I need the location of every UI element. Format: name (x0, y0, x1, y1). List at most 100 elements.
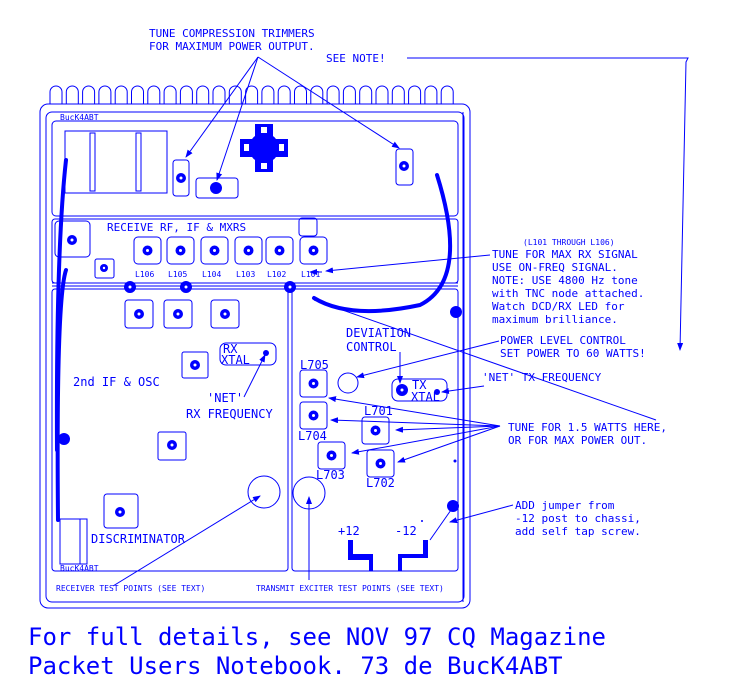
top-compartment (51, 120, 459, 217)
coax-cable-right (312, 173, 453, 314)
discriminator-label: DISCRIMINATOR (91, 532, 186, 546)
coil-label: L703 (316, 468, 345, 482)
heatsink-fin (49, 85, 63, 104)
heatsink-fin (391, 85, 405, 104)
heatsink-fin (163, 85, 177, 104)
relay-slot (135, 132, 142, 192)
deviation-label-2: CONTROL (346, 340, 397, 354)
heatsink-fin (212, 85, 226, 104)
second-if-compartment (51, 288, 289, 572)
net-rx-label-1: 'NET' (207, 391, 243, 405)
coil-label: L705 (300, 358, 329, 372)
heatsink-fin (245, 85, 259, 104)
heatsink-fin (277, 85, 291, 104)
coil-label: L702 (366, 476, 395, 490)
coil-l104: L104 (200, 236, 229, 279)
rx-small-can (94, 258, 115, 279)
heatsink-fin (261, 85, 275, 104)
coil-label: L704 (298, 429, 327, 443)
callout-rx-range: (L101 THROUGH L106) (523, 238, 615, 247)
callout-tune-tx-1: TUNE FOR 1.5 WATTS HERE, (508, 421, 667, 434)
coil-l705: L705 (299, 358, 329, 398)
coil-label: L106 (135, 270, 154, 279)
callout-jumper-3: add self tap screw. (515, 525, 641, 538)
coil-label: L105 (168, 270, 187, 279)
chassis-inner (45, 111, 465, 603)
heatsink-fin (131, 85, 144, 104)
tx-compartment (291, 288, 459, 572)
footer-line-2: Packet Users Notebook. 73 de BucK4ABT (28, 652, 563, 680)
callout-rx-5: Watch DCD/RX LED for (492, 300, 625, 313)
rx-xtal-label-2: XTAL (221, 353, 250, 367)
heatsink-fin (342, 85, 356, 104)
receive-section-label: RECEIVE RF, IF & MXRS (107, 221, 246, 234)
coil-l703: L703 (316, 441, 346, 482)
rx-can (54, 220, 91, 258)
heatsink-fin (98, 85, 112, 104)
rx-coil-row: L106 L105 L104 L103 L102 L101 (133, 236, 328, 279)
heatsink-fin (408, 85, 422, 104)
coil-l101: L101 (299, 236, 328, 279)
heatsink-fin (359, 85, 373, 104)
callout-tune-tx-2: OR FOR MAX POWER OUT. (508, 434, 647, 447)
callout-trimmers-2: FOR MAXIMUM POWER OUTPUT. (149, 40, 315, 53)
callout-jumper-2: -12 post to chassi, (515, 512, 641, 525)
tx-xtal-label-1: TX (412, 378, 427, 392)
transmit-test-points-label: TRANSMIT EXCITER TEST POINTS (SEE TEXT) (256, 584, 444, 593)
coil-l102: L102 (265, 236, 294, 279)
board-label-bottom: BucK4ABT (60, 564, 99, 573)
coil-label: L101 (301, 270, 320, 279)
rx-xtal (219, 342, 277, 366)
footer-line-1: For full details, see NOV 97 CQ Magazine (28, 623, 606, 651)
minus12-post (410, 540, 428, 558)
callout-power-2: SET POWER TO 60 WATTS! (500, 347, 646, 360)
coil-l702: L702 (366, 449, 395, 490)
minus12-label: -12 (395, 524, 417, 538)
if-cans (124, 299, 240, 461)
callout-rx-4: with TNC node attached. (492, 287, 644, 300)
plus12-label: +12 (338, 524, 360, 538)
heatsink-fin (196, 85, 210, 104)
trimmer-3 (395, 148, 414, 186)
coil-l103: L103 (234, 236, 263, 279)
heatsink-fin (440, 85, 454, 104)
receiver-test-points-label: RECEIVER TEST POINTS (SEE TEXT) (56, 584, 205, 593)
callout-rx-6: maximum brilliance. (492, 313, 618, 326)
rx-test-point (247, 475, 281, 509)
callout-power-1: POWER LEVEL CONTROL (500, 334, 626, 347)
net-rx-label-2: RX FREQUENCY (186, 407, 273, 421)
heatsink-fin (375, 85, 389, 104)
heatsink-fin (82, 85, 96, 104)
heatsink-fins (49, 85, 454, 104)
heatsink-fin (326, 85, 340, 104)
chassis-outer (39, 103, 471, 609)
rx-xtal-label-1: RX (223, 342, 238, 356)
discriminator-can (103, 493, 139, 529)
coil-l106: L106 (133, 236, 162, 279)
callout-rx-1: TUNE FOR MAX RX SIGNAL (492, 248, 638, 261)
second-if-label: 2nd IF & OSC (73, 375, 160, 389)
coil-label: L102 (267, 270, 286, 279)
callout-see-note: SEE NOTE! (326, 52, 386, 65)
heatsink-fin (147, 85, 161, 104)
coil-l704: L704 (298, 401, 328, 443)
deviation-label-1: DEVIATION (346, 326, 411, 340)
coil-label: L104 (202, 270, 221, 279)
coil-l701: L701 (361, 404, 393, 445)
relay-block (64, 130, 168, 194)
chassis-screw (447, 500, 459, 512)
heatsink-fin (179, 85, 193, 104)
heatsink-fin (114, 85, 128, 104)
connector-block (59, 518, 81, 565)
coil-label: L103 (236, 270, 255, 279)
trimmer-2-screw (210, 182, 222, 194)
callout-rx-3: NOTE: USE 4800 Hz tone (492, 274, 638, 287)
plus12-post (348, 540, 370, 560)
trimmer-1 (172, 159, 190, 197)
callout-trimmers-1: TUNE COMPRESSION TRIMMERS (149, 27, 315, 40)
callout-net-tx: 'NET' TX FREQUENCY (482, 371, 602, 384)
power-transistor-icon (240, 124, 288, 172)
heatsink-fin (228, 85, 242, 104)
coil-l105: L105 (166, 236, 195, 279)
